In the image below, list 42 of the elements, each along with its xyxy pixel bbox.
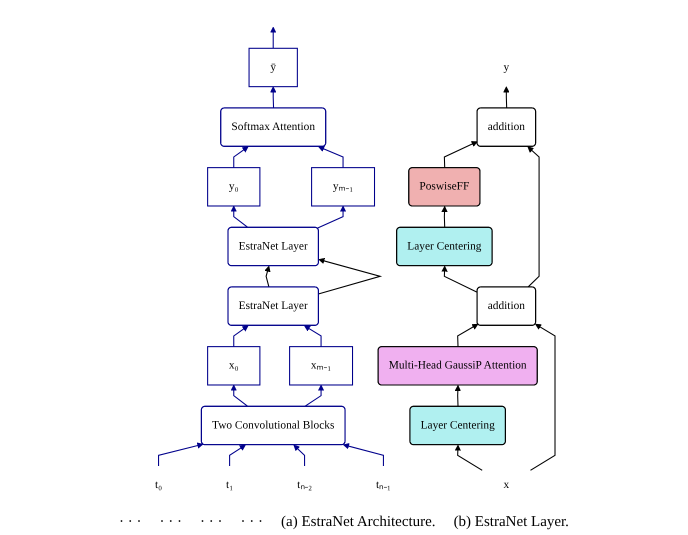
node-box: xₘ₋₁ xyxy=(288,346,353,386)
node-box: x₀ xyxy=(206,346,260,386)
arrow xyxy=(304,325,322,347)
ellipsis-text: · · · xyxy=(200,514,223,531)
node-text: x xyxy=(503,478,509,491)
arrow xyxy=(316,206,346,229)
arrow xyxy=(530,324,556,471)
arrow xyxy=(318,146,344,168)
arrow xyxy=(502,86,510,108)
arrow xyxy=(232,325,248,347)
arrow xyxy=(270,26,276,48)
node-text: tₙ₋₁ xyxy=(376,478,391,491)
arrow xyxy=(264,266,270,288)
arrow xyxy=(230,384,248,408)
arrow xyxy=(441,266,478,293)
node-text: tₙ₋₂ xyxy=(296,478,312,491)
node-text: t₀ xyxy=(154,478,162,491)
arrow xyxy=(456,324,478,347)
arrow xyxy=(232,146,248,168)
panel-caption: (b) EstraNet Layer. xyxy=(454,514,569,531)
node-text: t₁ xyxy=(226,478,233,491)
arrow xyxy=(293,444,305,466)
arrow xyxy=(441,206,448,228)
panel-caption: (a) EstraNet Architecture. xyxy=(281,514,436,531)
node-box: ȳ xyxy=(248,48,298,88)
arrow xyxy=(342,443,384,466)
arrow xyxy=(304,384,324,408)
ellipsis-text: · · · xyxy=(160,514,182,531)
arrow xyxy=(228,444,246,466)
arrow xyxy=(158,442,203,466)
node-text: y xyxy=(503,61,509,74)
arrow xyxy=(230,206,248,228)
ellipsis-text: · · · xyxy=(119,514,142,531)
node-box: yₘ₋₁ xyxy=(310,167,375,207)
node-box: y₀ xyxy=(206,167,260,207)
arrow xyxy=(527,146,540,288)
arrow xyxy=(270,86,276,108)
ellipsis-text: · · · xyxy=(240,514,264,531)
arrow xyxy=(454,385,461,407)
arrow xyxy=(443,141,478,168)
arrow xyxy=(318,258,382,294)
arrow xyxy=(454,444,482,471)
